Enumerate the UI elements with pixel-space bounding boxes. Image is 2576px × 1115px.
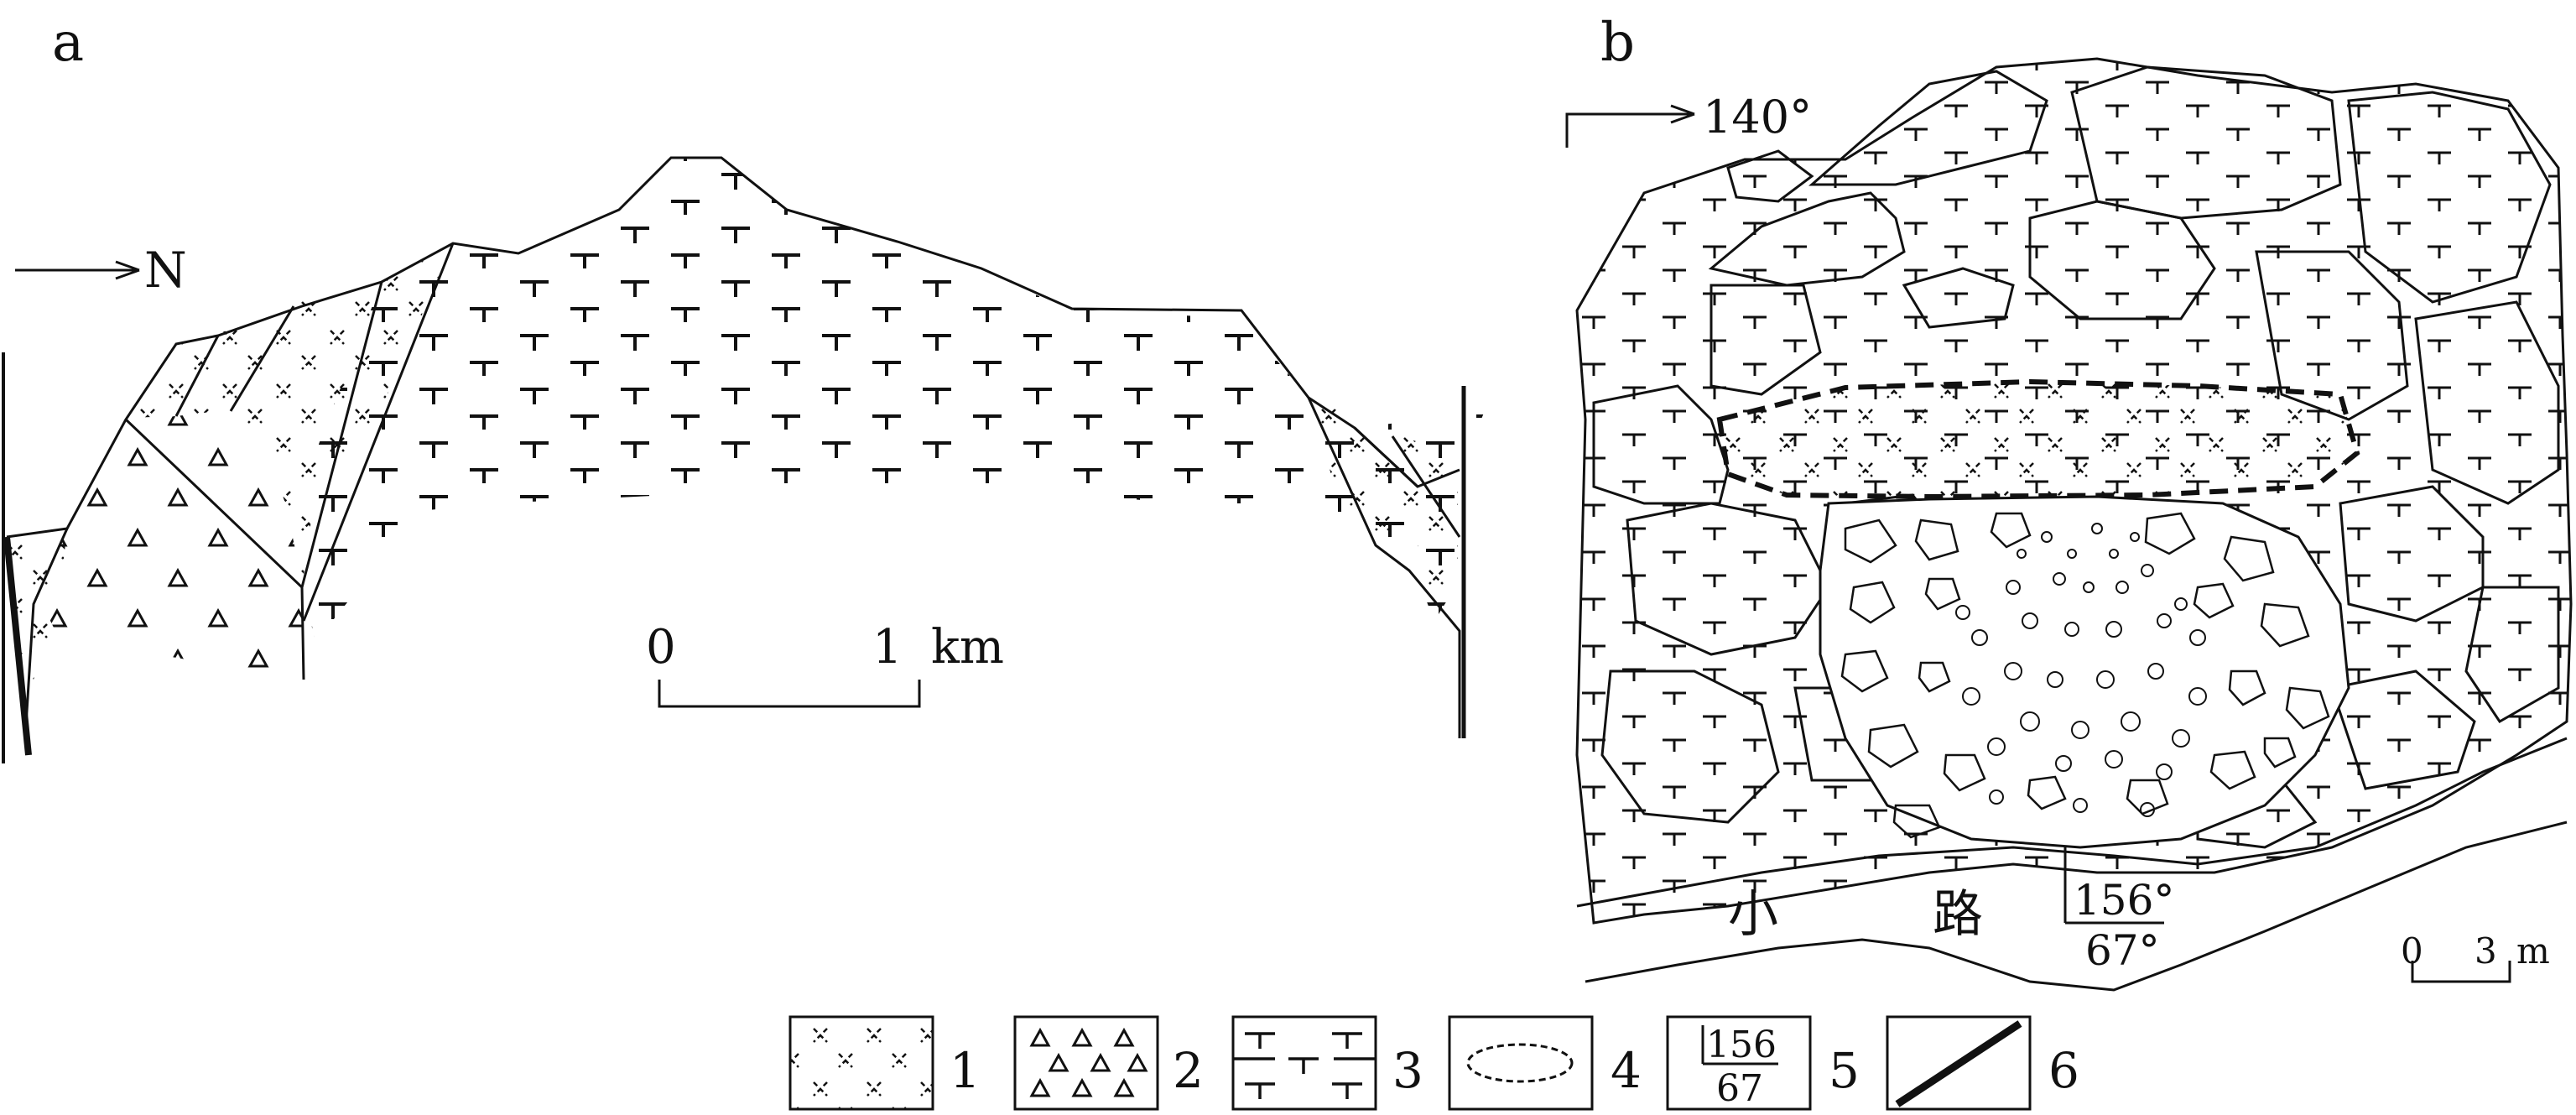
svg-text:1: 1 [872,620,903,675]
panel-b: b 140° [1565,12,2573,992]
svg-text:67°: 67° [2085,926,2160,975]
road-char-1: 小 [1728,885,1778,944]
road-char-2: 路 [1933,885,1983,944]
legend-item-limestone: 3 [1231,1015,1423,1111]
road: 小 路 [1576,737,2568,992]
dashed-boundary [1716,378,2360,500]
svg-text:4: 4 [1611,1042,1642,1099]
fault-line-left [3,536,32,756]
legend-item-fault: 6 [1886,1015,2079,1111]
legend: 1 2 3 [788,1015,2079,1111]
svg-text:km: km [931,620,1004,675]
svg-text:2: 2 [1173,1042,1204,1099]
scale-bar-b: 0 3 m [2401,930,2550,983]
panel-a-label: a [52,12,84,74]
svg-text:5: 5 [1829,1042,1860,1099]
svg-text:m: m [2516,930,2550,972]
svg-text:N: N [144,242,187,299]
svg-text:1: 1 [950,1042,981,1099]
scale-bar-a: 0 1 km [646,620,1004,708]
attitude-symbol: 156° 67° [2063,847,2174,975]
legend-item-breccia: 2 [1013,1015,1204,1111]
legend-item-boundary: 4 [1448,1015,1642,1111]
svg-text:3: 3 [1392,1042,1423,1099]
terrain-profile [6,156,1460,539]
svg-text:3: 3 [2475,930,2497,972]
legend-item-attitude: 156 67 5 [1666,1015,1860,1111]
svg-text:156°: 156° [2074,876,2174,925]
granite-zone [1716,378,2360,500]
breccia-wedge [34,409,304,680]
granite-band-left [130,243,453,638]
svg-text:156: 156 [1706,1024,1777,1066]
north-arrow: N [15,242,187,299]
svg-text:0: 0 [646,620,676,675]
svg-text:6: 6 [2048,1042,2079,1099]
panel-b-label: b [1600,12,1635,74]
breccia-clasts [1840,512,2330,839]
svg-text:140°: 140° [1703,91,1812,143]
legend-item-granite: 1 [788,1015,981,1111]
direction-indicator: 140° [1565,91,1812,148]
svg-text:67: 67 [1716,1067,1763,1110]
panel-a: a N [2,12,1485,763]
svg-text:0: 0 [2401,930,2423,972]
breccia-fine-clasts [1955,523,2207,817]
granite-band-right [1309,398,1458,623]
limestone-body [302,158,1485,638]
breccia-core [1819,495,2350,849]
